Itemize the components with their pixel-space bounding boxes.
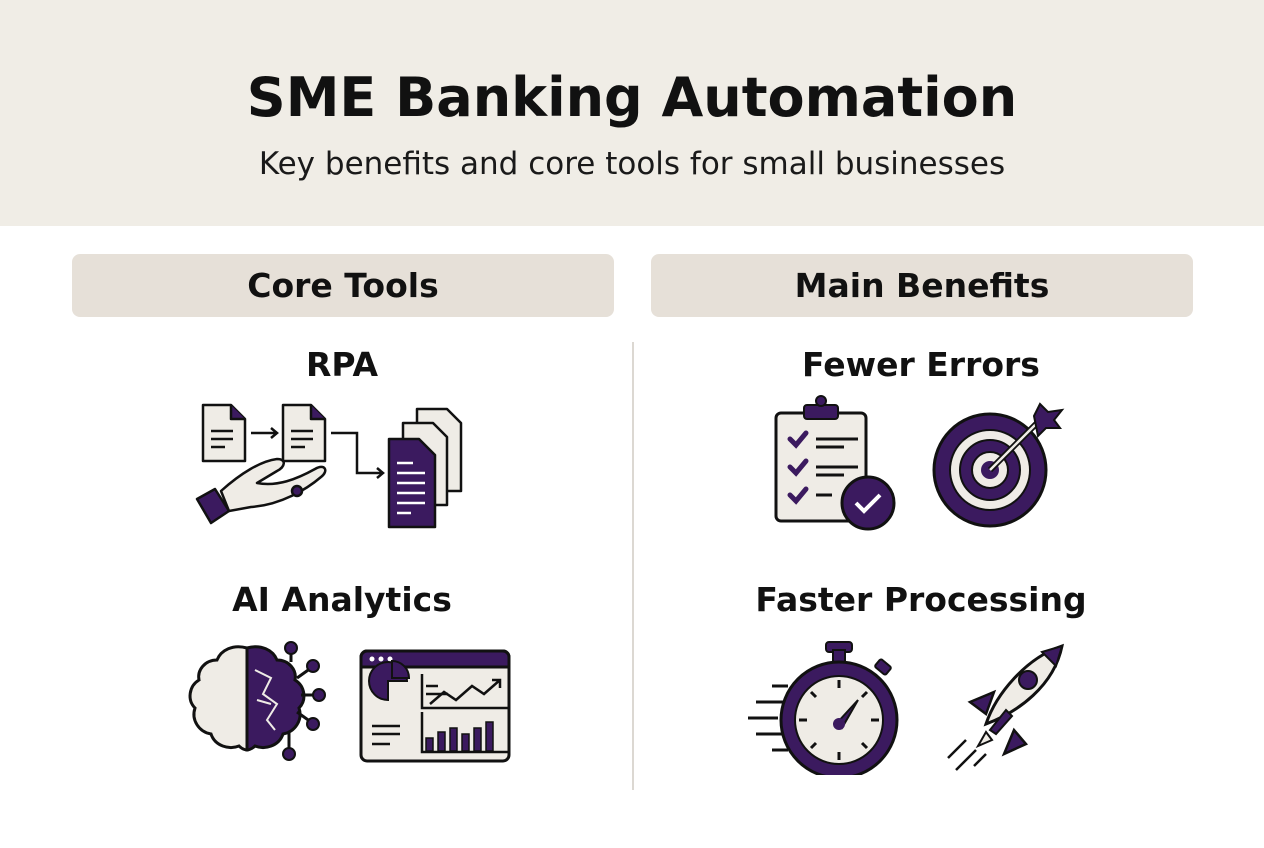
page-subtitle: Key benefits and core tools for small bu… [258,146,1006,182]
rocket-icon [947,643,1064,771]
stopwatch-icon [748,641,899,775]
section-title-faster-processing: Faster Processing [755,580,1087,619]
section-title-rpa: RPA [305,345,379,384]
section-title-fewer-errors: Fewer Errors [802,345,1040,384]
ai-brain-icon [188,641,326,761]
checklist-icon [774,395,896,531]
column-divider [632,342,634,790]
core-tools-header: Core Tools [72,254,614,317]
document-flow-icon [195,403,463,529]
page-title: SME Banking Automation [246,66,1018,129]
target-icon [932,402,1065,528]
analytics-dashboard-icon [359,649,511,763]
header: SME Banking Automation Key benefits and … [0,0,1264,226]
section-title-ai-analytics: AI Analytics [232,580,452,619]
main-benefits-header: Main Benefits [651,254,1193,317]
